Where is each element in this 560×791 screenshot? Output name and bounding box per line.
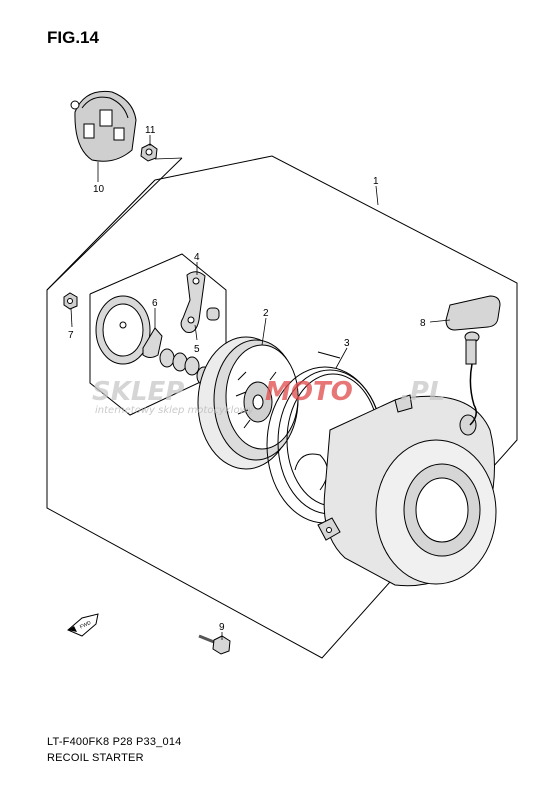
- nut-part-11: [140, 143, 158, 162]
- callout-10: 10: [93, 184, 105, 195]
- fwd-arrow-icon: FWD: [67, 613, 99, 637]
- watermark-brand-mid: MOTO: [265, 377, 353, 407]
- watermark-brand-left: SKLEP: [92, 377, 184, 407]
- guide-part-6: [142, 327, 163, 358]
- callout-8: 8: [420, 318, 426, 329]
- leader-lines: [46, 135, 451, 640]
- fwd-label: FWD: [79, 620, 92, 630]
- housing-case: [317, 394, 497, 587]
- handle-part-8: [445, 295, 501, 426]
- callout-11: 11: [145, 125, 156, 136]
- callout-2: 2: [263, 308, 269, 319]
- plate-disc: [95, 295, 151, 365]
- starter-cup-part-10: [70, 90, 137, 162]
- bolt-part-9: [198, 634, 231, 655]
- callout-6: 6: [152, 298, 158, 309]
- figure-title: FIG.14: [47, 28, 99, 47]
- watermark-logo: SKLEP MOTO .PL internetowy sklep motocyk…: [92, 377, 446, 416]
- callout-1: 1: [373, 176, 379, 187]
- figure-name: RECOIL STARTER: [47, 752, 144, 764]
- callout-labels: 1 2 3 4 5 6 7 8 9 10 11: [68, 125, 426, 633]
- watermark-brand-right: .PL: [400, 377, 446, 407]
- watermark-tagline: internetowy sklep motocyklowy: [95, 405, 255, 416]
- nut-part-7: [63, 292, 78, 310]
- callout-3: 3: [344, 338, 350, 349]
- callout-5: 5: [194, 344, 200, 355]
- callout-7: 7: [68, 330, 74, 341]
- model-code: LT-F400FK8 P28 P33_014: [47, 736, 182, 748]
- pawl-part-4: [180, 271, 206, 333]
- callout-9: 9: [219, 622, 225, 633]
- callout-4: 4: [194, 252, 200, 263]
- pin-part-5: [206, 307, 220, 321]
